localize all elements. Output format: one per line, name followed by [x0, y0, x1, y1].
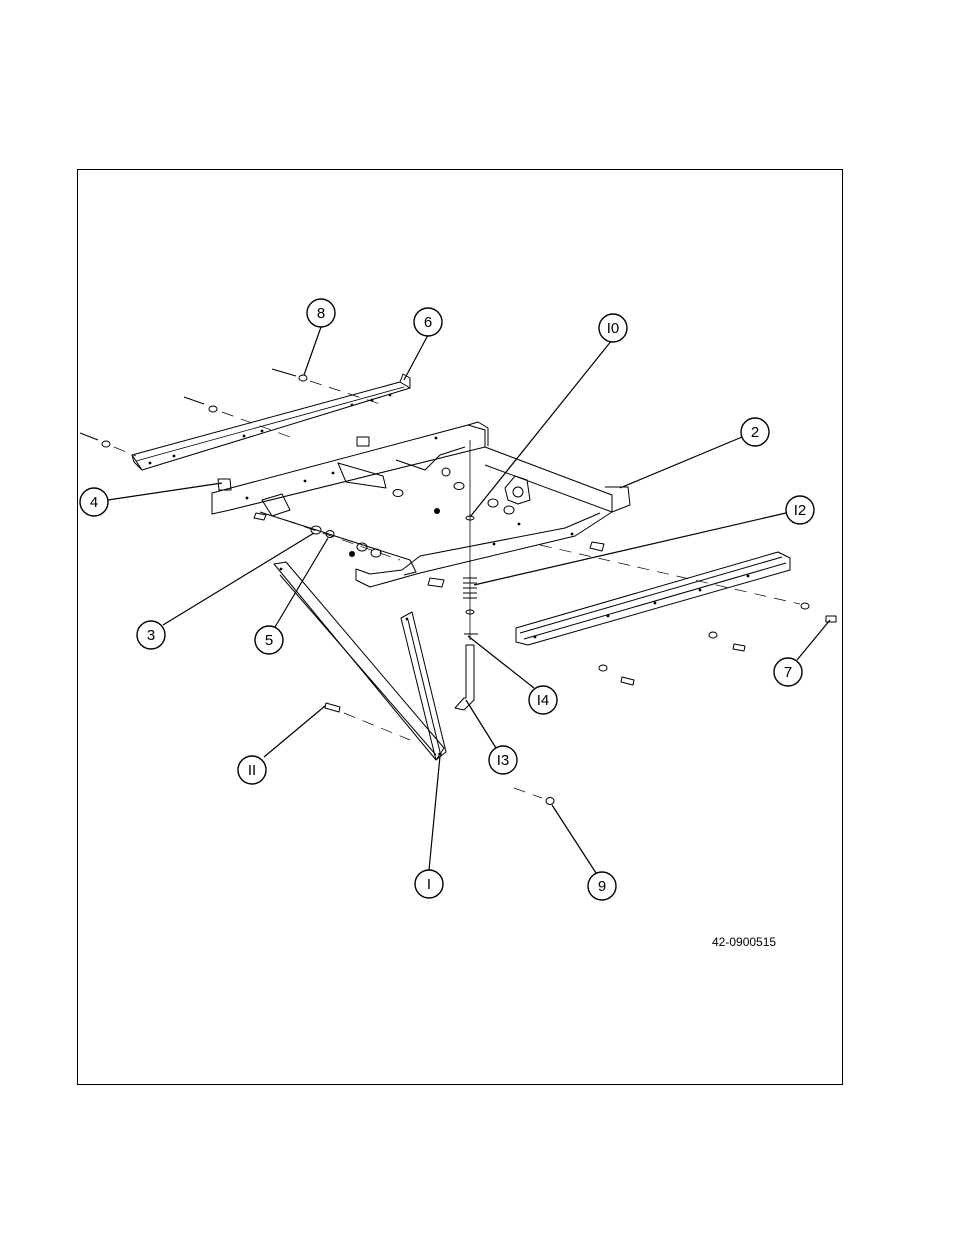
part-2-main-frame [212, 422, 630, 587]
callout-14-label: I4 [537, 692, 550, 709]
callout-1: I [415, 870, 443, 898]
callout-9-label: 9 [598, 878, 606, 895]
callout-8: 8 [307, 299, 335, 327]
leader-lines [108, 327, 830, 873]
callout-10-label: I0 [607, 320, 620, 337]
callout-3: 3 [137, 621, 165, 649]
callout-13: I3 [489, 746, 517, 774]
callout-8-label: 8 [317, 305, 325, 322]
callout-1-label: I [427, 876, 431, 893]
callout-9: 9 [588, 872, 616, 900]
callout-7-label: 7 [784, 664, 792, 681]
pin-spring-assembly [455, 440, 478, 710]
callout-3-label: 3 [147, 627, 155, 644]
part-6-left-rail [132, 374, 410, 470]
callout-4-label: 4 [90, 494, 98, 511]
callout-10: I0 [599, 314, 627, 342]
callout-5: 5 [255, 626, 283, 654]
callout-2: 2 [741, 418, 769, 446]
callout-11-label: II [248, 762, 256, 779]
part-1-support-brackets [274, 562, 446, 760]
callout-13-label: I3 [497, 752, 510, 769]
part-9-nut [514, 788, 554, 805]
part-11-bolt [325, 703, 410, 740]
drawing-number: 42-0900515 [712, 935, 776, 949]
callout-5-label: 5 [265, 632, 273, 649]
callout-7: 7 [774, 658, 802, 686]
callout-12: I2 [786, 496, 814, 524]
callout-2-label: 2 [751, 424, 759, 441]
callout-6-label: 6 [424, 314, 432, 331]
callout-11: II [238, 756, 266, 784]
callout-6: 6 [414, 308, 442, 336]
callout-12-label: I2 [794, 502, 807, 519]
callout-4: 4 [80, 488, 108, 516]
callout-14: I4 [529, 686, 557, 714]
